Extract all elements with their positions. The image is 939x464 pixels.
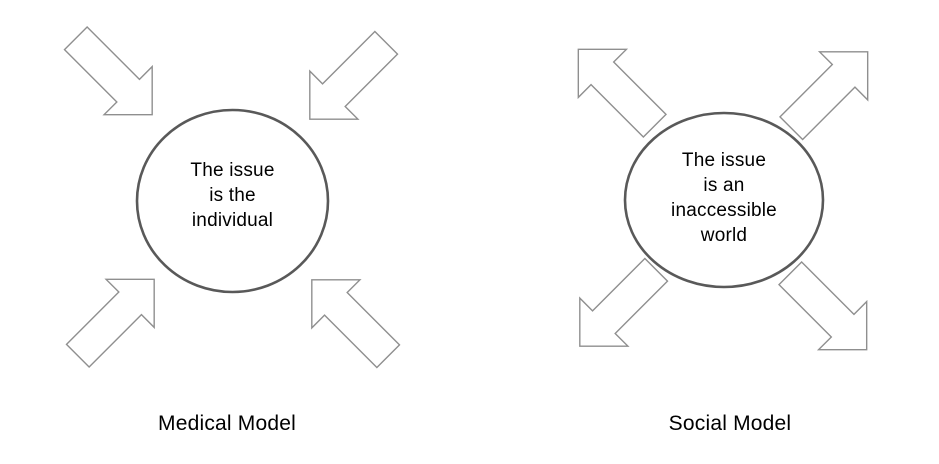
- medical-model-caption: Medical Model: [158, 412, 296, 435]
- medical-model-circle-text: The issue is the individual: [190, 159, 275, 231]
- social-model-caption: Social Model: [668, 412, 792, 435]
- social-model-circle-text: The issue is an inaccessible world: [671, 150, 777, 246]
- social-model-circle: [623, 111, 825, 289]
- medical-model-circle: [135, 108, 330, 294]
